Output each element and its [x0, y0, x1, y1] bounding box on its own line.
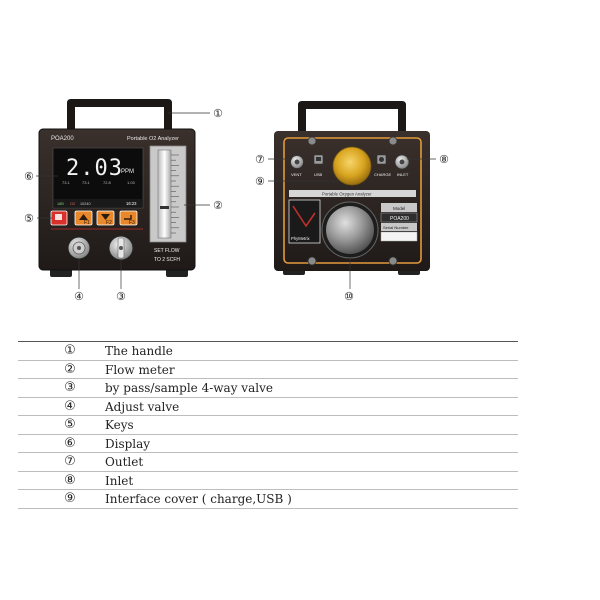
- legend-row: ⑨ Interface cover ( charge,USB ): [18, 490, 518, 509]
- back-title-strip: [289, 190, 416, 197]
- legend-row: ① The handle: [18, 341, 518, 361]
- front-unit: POA200 Portable O2 Analyzer 2.03 PPM 73.…: [38, 99, 196, 277]
- handle: [67, 99, 172, 131]
- legend-number: ⑥: [64, 435, 76, 451]
- legend-text: Adjust valve: [105, 399, 180, 414]
- port-label-usb: USB: [314, 172, 323, 177]
- display-main-value: 2.03: [66, 156, 123, 181]
- legend-row: ② Flow meter: [18, 361, 518, 379]
- legend-text: Interface cover ( charge,USB ): [105, 492, 292, 506]
- callout-2: ②: [213, 199, 223, 212]
- flow-meter-tube: [157, 149, 172, 239]
- screw: [388, 256, 398, 266]
- title-label: Portable O2 Analyzer: [127, 136, 179, 142]
- callout-3: ③: [116, 290, 126, 303]
- label-plate-serial-value: [380, 231, 418, 242]
- callout-9: ⑨: [255, 175, 265, 188]
- display-reading: 73.1: [62, 180, 71, 185]
- display-unit: PPM: [121, 169, 134, 175]
- legend-number: ③: [64, 380, 76, 395]
- display-status: O2: [70, 202, 75, 206]
- display-status-bar: [54, 199, 142, 207]
- flow-text: SET FLOW: [154, 248, 180, 254]
- label-plate-text: Model: [393, 206, 405, 211]
- legend-row: ⑥ Display: [18, 435, 518, 453]
- legend-text: by pass/sample 4-way valve: [105, 381, 273, 395]
- key-f1-label: F1: [84, 220, 90, 226]
- screw: [388, 136, 398, 146]
- legend-text: Flow meter: [105, 362, 175, 377]
- legend-table: ① The handle ② Flow meter ③ by pass/samp…: [18, 341, 518, 509]
- display-status: 10240: [80, 202, 91, 206]
- callout-6: ⑥: [24, 170, 34, 183]
- flow-text: TO 2 SCFH: [154, 257, 180, 263]
- legend-text: Display: [105, 436, 151, 451]
- display-reading: 1.03: [127, 180, 136, 185]
- callout-4: ④: [74, 290, 84, 303]
- brand-name: PhyMetrix: [291, 236, 311, 241]
- back-unit: VENT USB CHARGE INLET Portable Oxygen An…: [274, 101, 430, 275]
- label-plate-serial: [381, 223, 417, 231]
- foot: [166, 269, 188, 277]
- legend-number: ②: [64, 361, 76, 377]
- display-time: 16:23: [126, 201, 137, 206]
- label-plate-text: Serial Number: [383, 225, 409, 230]
- legend-text: The handle: [105, 344, 173, 358]
- display: [52, 147, 144, 209]
- legend-number: ④: [64, 398, 76, 414]
- callout-5: ⑤: [24, 212, 34, 225]
- label-plate-model: [381, 203, 417, 212]
- legend-number: ⑨: [64, 491, 76, 506]
- back-panel-title: Portable Oxygen Analyzer: [322, 192, 372, 197]
- legend-row: ⑦ Outlet: [18, 453, 518, 472]
- callout-leaders: [36, 112, 436, 289]
- display-status: 18B: [57, 202, 64, 206]
- label-plate-model-value: [380, 212, 418, 223]
- legend-row: ⑧ Inlet: [18, 472, 518, 490]
- port-label-charge: CHARGE: [374, 172, 391, 177]
- back-handle: [298, 101, 406, 133]
- model-label: POA200: [51, 136, 74, 142]
- flow-meter-scale: [171, 154, 179, 234]
- legend-text: Inlet: [105, 473, 134, 488]
- legend-text: Outlet: [105, 455, 144, 469]
- port-label-vent: VENT: [291, 172, 302, 177]
- display-reading: 73.1: [82, 180, 91, 185]
- legend-number: ⑧: [64, 472, 76, 488]
- legend-number: ⑤: [64, 417, 76, 432]
- screw: [307, 256, 317, 266]
- legend-text: Keys: [105, 418, 134, 432]
- back-border: [283, 137, 422, 264]
- port-label-inlet: INLET: [397, 172, 409, 177]
- display-reading: 72.8: [103, 180, 112, 185]
- foot: [50, 269, 72, 277]
- key-f3-label: F3: [129, 220, 135, 226]
- legend-row: ④ Adjust valve: [18, 398, 518, 416]
- callout-8: ⑧: [439, 153, 449, 166]
- legend-row: ⑤ Keys: [18, 416, 518, 435]
- legend-number: ①: [64, 343, 76, 358]
- screw: [307, 136, 317, 146]
- legend-row: ③ by pass/sample 4-way valve: [18, 379, 518, 398]
- flow-meter-float: [160, 206, 169, 209]
- interface-cover[interactable]: [332, 146, 372, 186]
- callout-7: ⑦: [255, 153, 265, 166]
- callout-10: ⑩: [344, 290, 354, 303]
- label-plate-text: POA200: [390, 216, 409, 222]
- legend-number: ⑦: [64, 454, 76, 469]
- callout-1: ①: [213, 107, 223, 120]
- key-f3[interactable]: [119, 210, 138, 226]
- key-f2-label: F2: [106, 220, 112, 226]
- callouts: ① ② ③ ④ ⑤ ⑥ ⑦ ⑧ ⑨ ⑩: [24, 107, 449, 303]
